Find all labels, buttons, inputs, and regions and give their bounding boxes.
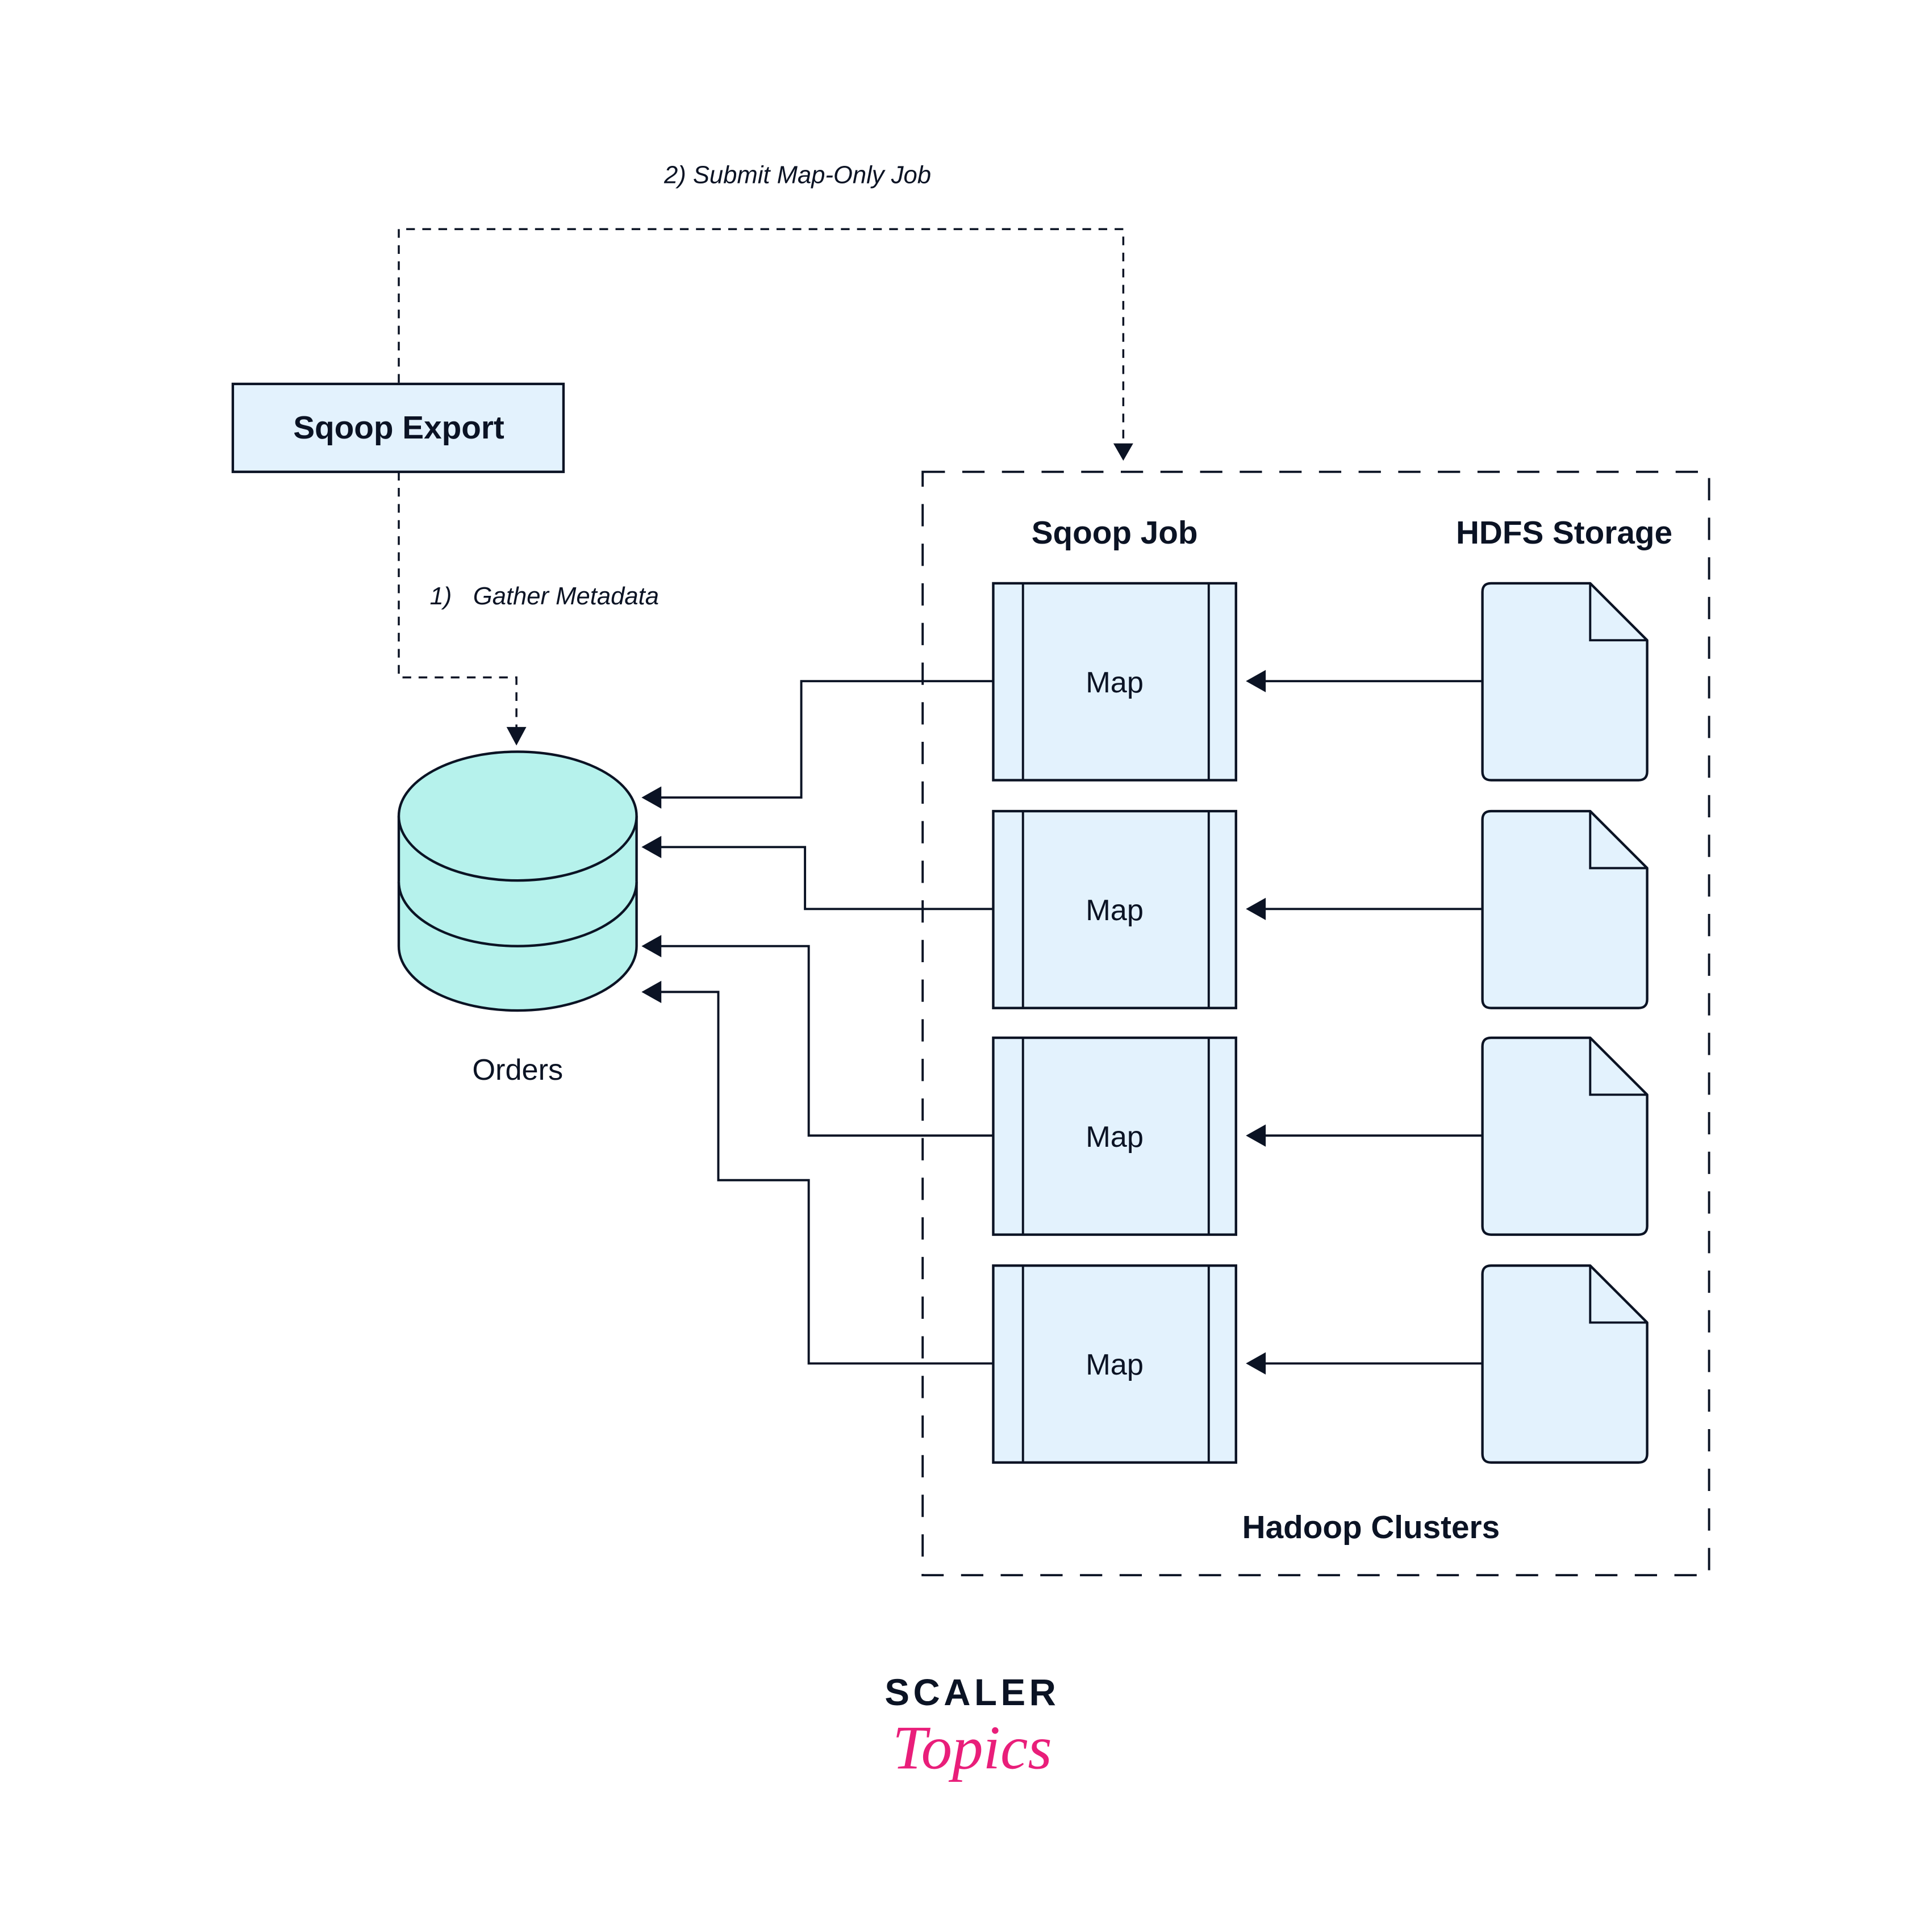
hdfs-to-map-connector [1246,1352,1483,1375]
hdfs-to-map-connector [1246,897,1483,920]
map-task[interactable]: Map [992,809,1237,1009]
hdfs-to-map-connector [1246,1124,1483,1147]
gather-metadata-connector [398,471,527,746]
step2-label: 2) Submit Map-Only Job [664,162,931,189]
orders-database-icon[interactable] [397,750,638,1012]
sqoop-export-label: Sqoop Export [293,410,504,446]
submit-job-arrowhead [1113,443,1133,461]
hdfs-storage-header: HDFS Storage [1456,515,1672,551]
map-task[interactable]: Map [992,1264,1237,1464]
map-task[interactable]: Map [992,1036,1237,1236]
map-task[interactable]: Map [992,582,1237,782]
step1-label: Gather Metadata [473,583,659,610]
sqoop-export-node[interactable]: Sqoop Export [231,382,565,473]
map-to-db-connector [641,836,994,911]
step1-number: 1) [430,583,452,610]
hdfs-to-map-connector [1246,670,1483,692]
hdfs-file-icon[interactable] [1481,1264,1649,1464]
map-label: Map [1086,894,1144,927]
sqoop-job-header: Sqoop Job [1032,515,1198,551]
map-to-db-connector [641,935,994,1137]
logo-scaler-text: SCALER [884,1672,1059,1713]
orders-label: Orders [472,1054,563,1087]
map-label: Map [1086,1121,1144,1154]
logo-topics-text: Topics [892,1713,1052,1782]
hdfs-file-icon[interactable] [1481,809,1649,1009]
submit-job-connector [398,228,1133,461]
hdfs-file-icon[interactable] [1481,582,1649,782]
hadoop-clusters-label: Hadoop Clusters [1242,1510,1500,1546]
map-label: Map [1086,1348,1144,1381]
map-to-db-connector [641,680,994,809]
hadoop-cluster-boundary [921,470,1710,1577]
hdfs-file-icon[interactable] [1481,1036,1649,1236]
gather-metadata-arrowhead [506,726,527,746]
map-label: Map [1086,666,1144,699]
map-to-db-connector [641,980,994,1365]
scaler-topics-logo: SCALER Topics [884,1672,1059,1782]
